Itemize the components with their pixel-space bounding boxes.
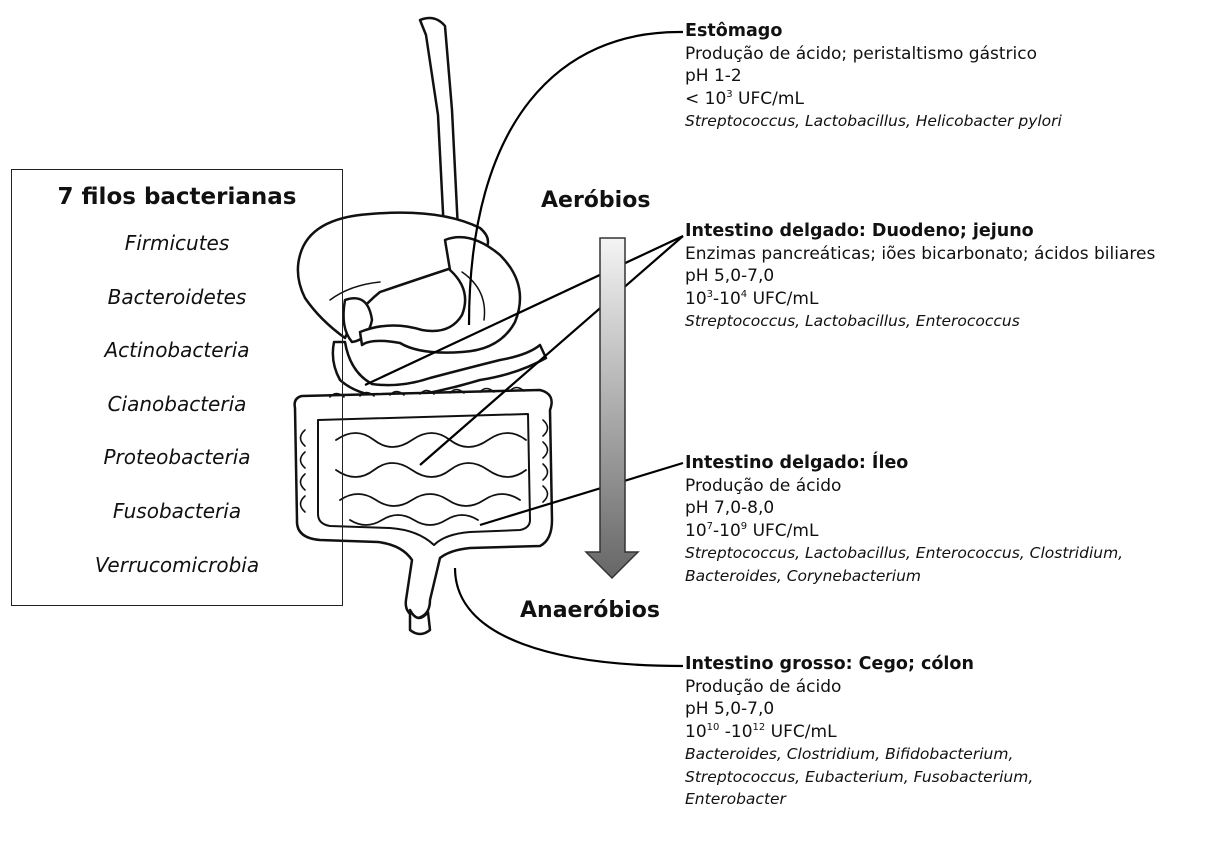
- organ-name: Intestino delgado: Duodeno; jejuno: [685, 220, 1163, 243]
- cfu-suffix: UFC/mL: [765, 722, 836, 742]
- aerobic-anaerobic-arrow: [586, 238, 638, 578]
- phyla-title: 7 filos bacterianas: [12, 184, 342, 210]
- phylum-item: Verrucomicrobia: [12, 539, 342, 593]
- cfu-suffix: UFC/mL: [733, 89, 804, 109]
- organ-ph: pH 1-2: [685, 65, 1205, 88]
- organ-genera: Bacteroides, Clostridium, Bifidobacteriu…: [685, 743, 1205, 766]
- cfu-prefix: < 10: [685, 89, 726, 109]
- phylum-item: Cianobacteria: [12, 378, 342, 432]
- organ-ph: pH 5,0-7,0: [685, 698, 1205, 721]
- phylum-item: Proteobacteria: [12, 431, 342, 485]
- organ-name: Estômago: [685, 20, 1205, 43]
- organ-cfu-count: < 103 UFC/mL: [685, 88, 1205, 111]
- cfu-prefix: 10: [685, 722, 707, 742]
- aerobic-label: Aeróbios: [541, 188, 650, 213]
- organ-stomach: Estômago Produção de ácido; peristaltism…: [685, 20, 1205, 133]
- organ-duodenum-jejunum: Intestino delgado: Duodeno; jejuno Enzim…: [685, 220, 1163, 333]
- bacterial-phyla-box: 7 filos bacterianas Firmicutes Bacteroid…: [11, 169, 343, 606]
- cfu-mid: -10: [713, 521, 741, 541]
- organ-ileum: Intestino delgado: Íleo Produção de ácid…: [685, 452, 1205, 587]
- organ-genera: Enterobacter: [685, 788, 1205, 811]
- cfu-exponent-low: 10: [707, 722, 720, 733]
- phylum-item: Actinobacteria: [12, 324, 342, 378]
- organ-genera: Streptococcus, Lactobacillus, Helicobact…: [685, 110, 1205, 133]
- esophagus-shape: [420, 18, 458, 232]
- organ-large-intestine: Intestino grosso: Cego; cólon Produção d…: [685, 653, 1205, 811]
- cfu-mid: -10: [719, 722, 752, 742]
- organ-cfu-count: 103-104 UFC/mL: [685, 288, 1163, 311]
- organ-function: Produção de ácido: [685, 676, 1205, 699]
- cfu-exponent-high: 12: [753, 722, 766, 733]
- organ-genera: Streptococcus, Eubacterium, Fusobacteriu…: [685, 766, 1205, 789]
- cfu-suffix: UFC/mL: [747, 521, 818, 541]
- cfu-mid: -10: [713, 289, 741, 309]
- organ-genera: Bacteroides, Corynebacterium: [685, 565, 1205, 588]
- cfu-suffix: UFC/mL: [747, 289, 818, 309]
- organ-function: Produção de ácido: [685, 475, 1205, 498]
- organ-function: Produção de ácido; peristaltismo gástric…: [685, 43, 1205, 66]
- organ-ph: pH 5,0-7,0: [685, 265, 1163, 288]
- organ-genera: Streptococcus, Lactobacillus, Enterococc…: [685, 542, 1205, 565]
- organ-genera: Streptococcus, Lactobacillus, Enterococc…: [685, 310, 1163, 333]
- organ-cfu-count: 1010 -1012 UFC/mL: [685, 721, 1205, 744]
- cfu-prefix: 10: [685, 521, 707, 541]
- phylum-item: Fusobacteria: [12, 485, 342, 539]
- cfu-prefix: 10: [685, 289, 707, 309]
- phylum-item: Firmicutes: [12, 217, 342, 271]
- organ-ph: pH 7,0-8,0: [685, 497, 1205, 520]
- organ-name: Intestino grosso: Cego; cólon: [685, 653, 1205, 676]
- organ-function: Enzimas pancreáticas; iões bicarbonato; …: [685, 243, 1163, 266]
- phylum-item: Bacteroidetes: [12, 271, 342, 325]
- anaerobic-label: Anaeróbios: [520, 598, 660, 623]
- phyla-list: Firmicutes Bacteroidetes Actinobacteria …: [12, 217, 342, 592]
- organ-name: Intestino delgado: Íleo: [685, 452, 1205, 475]
- organ-cfu-count: 107-109 UFC/mL: [685, 520, 1205, 543]
